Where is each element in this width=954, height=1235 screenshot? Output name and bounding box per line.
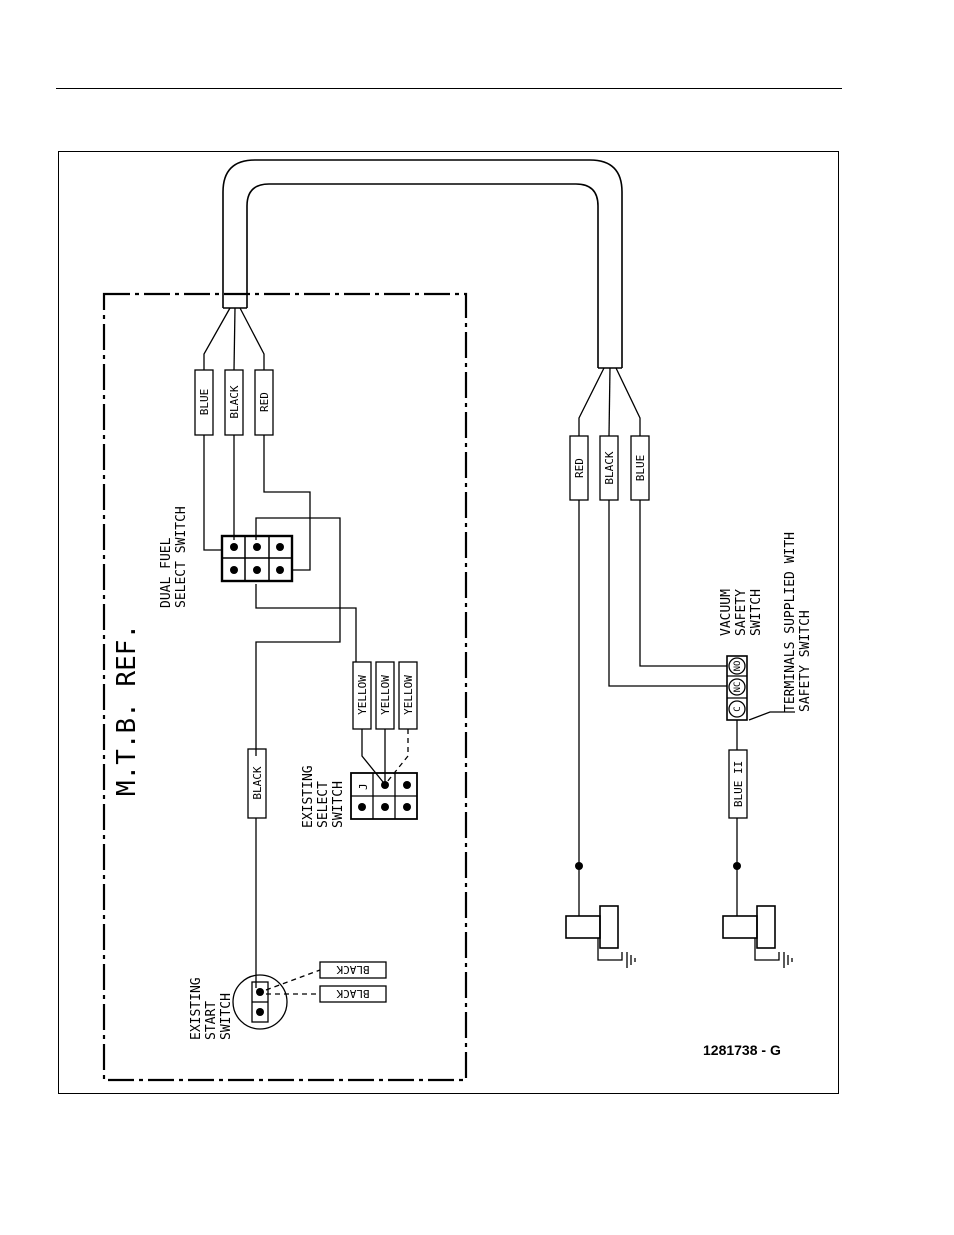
terminal-nc-label: NC	[733, 682, 743, 693]
wire-blue-to-dual-switch	[204, 435, 222, 550]
terminals-note-label-line: SAFETY SWITCH	[798, 610, 813, 712]
tag-left-black-label: BLACK	[228, 385, 241, 418]
sensor-right	[723, 906, 792, 968]
terminal-c-label: C	[733, 706, 743, 711]
vacuum-safety-switch-label-line: VACUUM	[719, 589, 734, 636]
wire-black-to-nc	[609, 500, 727, 686]
tag-left-red-label: RED	[258, 392, 271, 412]
wire-red-to-dual-switch	[264, 435, 310, 570]
harness-cable-outer	[223, 160, 622, 368]
tag-right-blue-label: BLUE	[634, 455, 647, 482]
wire-yellow-feed	[256, 584, 356, 662]
tag-start-black-2-label: BLACK	[336, 987, 369, 1000]
vacuum-safety-switch-label-line: SWITCH	[749, 589, 764, 636]
tag-yellow-3-label: YELLOW	[402, 675, 415, 715]
diagram-title: M.T.B. REF.	[112, 624, 142, 796]
sensor-left	[566, 906, 635, 968]
existing-start-switch-label: EXISTINGSTARTSWITCH	[189, 977, 234, 1040]
tag-left-blue-label: BLUE	[198, 389, 211, 416]
existing-start-switch-label-line: START	[204, 1001, 219, 1040]
harness-cable-inner	[247, 184, 598, 368]
existing-select-switch-label-line: SELECT	[316, 781, 331, 828]
wire-blue-to-no	[640, 500, 727, 666]
tag-right-red-label: RED	[573, 458, 586, 478]
tag-black-main-label: BLACK	[251, 766, 264, 799]
wire-right-blue-lead	[616, 368, 640, 436]
wire-left-black-lead	[234, 308, 235, 370]
existing-select-switch-label-line: EXISTING	[301, 765, 316, 828]
tag-yellow-2-label: YELLOW	[379, 675, 392, 715]
terminal-no-label: NO	[733, 661, 743, 672]
existing-select-switch-label: EXISTINGSELECTSWITCH	[301, 765, 346, 828]
tag-blue-ii-label: BLUE II	[732, 761, 745, 807]
dual-fuel-switch-label-line: DUAL FUEL	[159, 537, 174, 608]
terminals-note-label-line: TERMINALS SUPPLIED WITH	[783, 532, 798, 712]
vacuum-safety-switch-label-line: SAFETY	[734, 589, 749, 636]
dual-fuel-switch-label: DUAL FUELSELECT SWITCH	[159, 506, 189, 608]
figure-number: 1281738 - G	[703, 1042, 781, 1058]
existing-start-switch-label-line: EXISTING	[189, 977, 204, 1040]
tag-start-black-1-label: BLACK	[336, 963, 369, 976]
terminals-note-label: TERMINALS SUPPLIED WITHSAFETY SWITCH	[783, 532, 813, 712]
wire-right-black-lead	[609, 368, 610, 436]
existing-select-switch-label-line: SWITCH	[331, 781, 346, 828]
wire-left-blue-lead	[204, 308, 230, 370]
terminals-note-leader	[749, 712, 795, 720]
vacuum-safety-switch-label: VACUUMSAFETYSWITCH	[719, 589, 764, 636]
tag-right-black-label: BLACK	[603, 451, 616, 484]
existing-start-switch-label-line: SWITCH	[219, 993, 234, 1040]
wire-left-red-lead	[240, 308, 264, 370]
dual-fuel-switch-label-line: SELECT SWITCH	[174, 506, 189, 608]
wire-right-red-lead	[579, 368, 604, 436]
svg-text:J: J	[357, 783, 370, 790]
tag-yellow-1-label: YELLOW	[356, 675, 369, 715]
wire-yellow-3-drop	[387, 729, 408, 782]
